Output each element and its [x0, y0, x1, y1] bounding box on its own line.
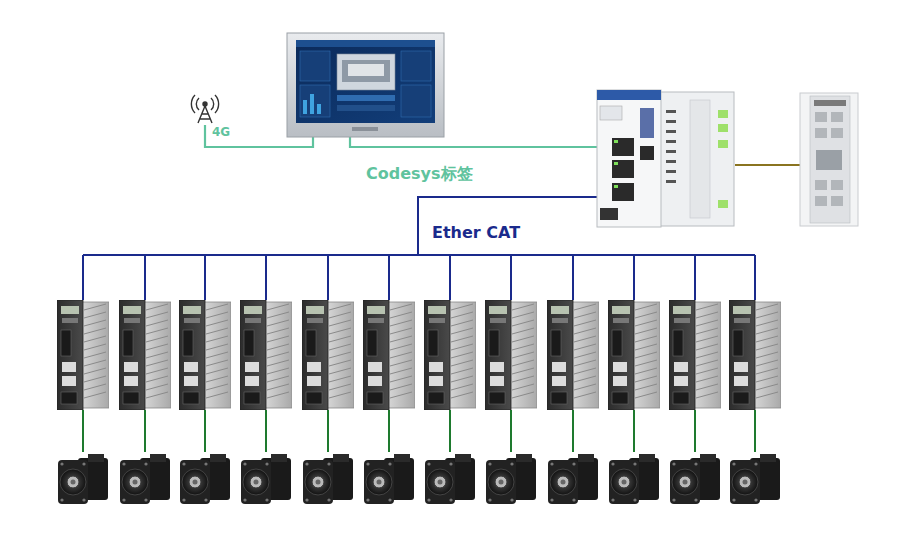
motor-cable	[83, 410, 755, 452]
plc-controller	[597, 90, 734, 227]
antenna-icon	[191, 95, 218, 123]
io-module	[800, 93, 858, 226]
network-label: 4G	[212, 126, 230, 140]
bus-label: Ether CAT	[432, 224, 520, 242]
io-link	[735, 164, 800, 166]
hmi-panel	[287, 33, 444, 137]
servo-motors	[58, 454, 780, 504]
servo-drives	[57, 300, 781, 410]
protocol-label: Codesys标签	[366, 165, 473, 183]
